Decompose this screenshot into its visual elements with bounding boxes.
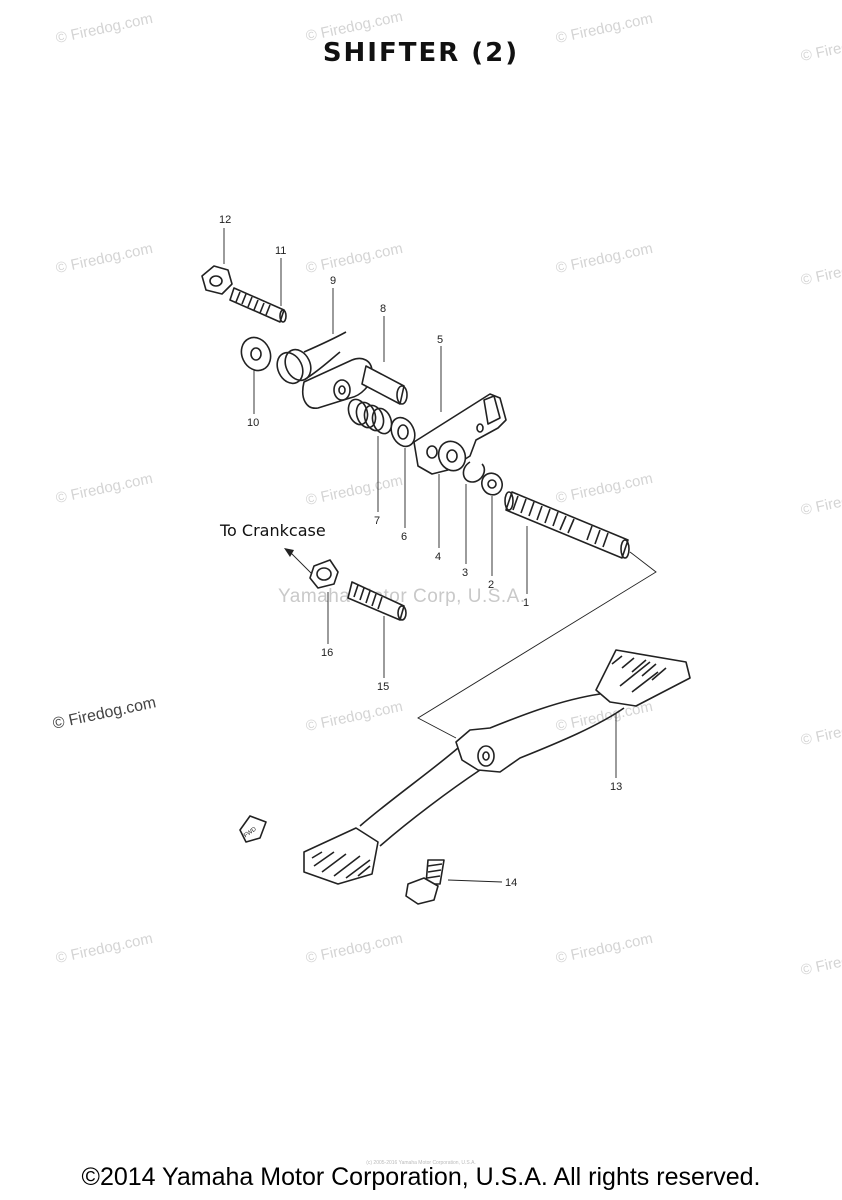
callout-16: 16 (321, 647, 333, 659)
destination-label: To Crankcase (219, 521, 326, 540)
page-title: SHIFTER (2) (322, 38, 520, 68)
part-washer-10 (240, 336, 272, 372)
part-bolt-14 (405, 859, 445, 905)
callout-15: 15 (377, 681, 389, 693)
fwd-arrow-icon (239, 815, 267, 843)
copyright-footer: ©2014 Yamaha Motor Corporation, U.S.A. A… (81, 1163, 761, 1191)
part-bolt-15 (347, 581, 407, 621)
part-coil-spring-7 (347, 398, 393, 435)
callout-4: 4 (435, 551, 441, 563)
part-circlip-3 (462, 461, 486, 483)
part-nut-12 (201, 265, 233, 295)
callout-2: 2 (488, 579, 494, 591)
callout-14: 14 (505, 877, 517, 889)
callout-12: 12 (219, 214, 231, 226)
callout-5: 5 (437, 334, 443, 346)
callout-6: 6 (401, 531, 407, 543)
part-collar-6 (390, 416, 416, 448)
part-washer-4 (437, 440, 467, 472)
part-nut-16 (309, 559, 339, 589)
part-shift-pedal-13 (303, 649, 691, 885)
part-washer-2 (481, 472, 503, 496)
callout-10: 10 (247, 417, 259, 429)
callout-3: 3 (462, 567, 468, 579)
callout-13: 13 (610, 781, 622, 793)
callout-11: 11 (275, 245, 286, 257)
part-bolt-11 (229, 287, 287, 323)
callout-7: 7 (374, 515, 380, 527)
center-watermark: Yamaha Motor Corp, U.S.A. (278, 586, 526, 607)
part-shift-arm-8 (302, 357, 408, 409)
callout-1: 1 (523, 597, 529, 609)
callout-8: 8 (380, 303, 386, 315)
callout-9: 9 (330, 275, 336, 287)
part-spring-9 (276, 331, 347, 385)
tiny-copyright: (c) 2005-2016 Yamaha Motor Corporation, … (366, 1160, 476, 1166)
part-plate-5 (413, 393, 507, 475)
part-shaft-1 (504, 491, 630, 559)
